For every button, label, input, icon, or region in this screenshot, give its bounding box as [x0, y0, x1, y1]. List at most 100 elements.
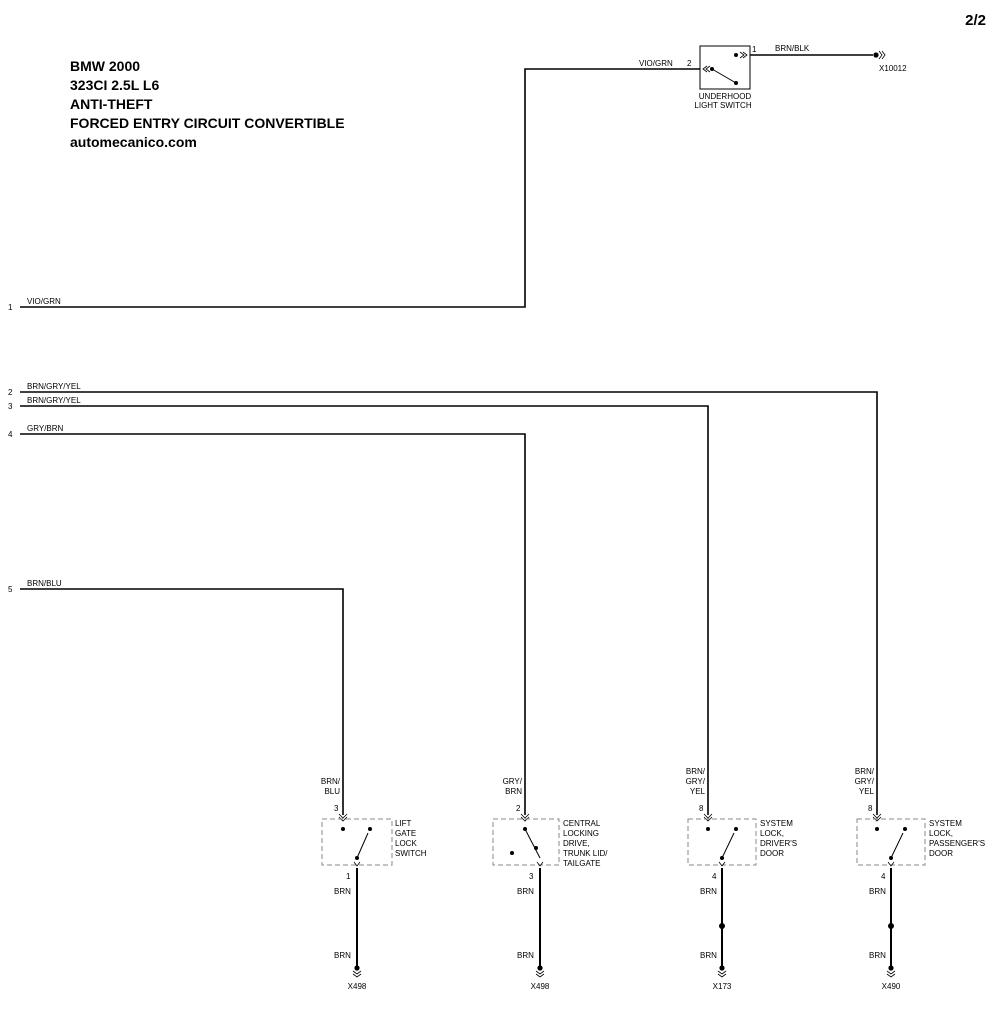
contact-dot: [734, 53, 738, 57]
wire-label: YEL: [690, 787, 706, 796]
component-label: TRUNK LID/: [563, 849, 608, 858]
contact-dot: [510, 851, 514, 855]
wire-label: BRN: [700, 951, 717, 960]
system-lock-drivers-door: BRN/ GRY/ YEL 8 SYSTEM LOCK, DRIVER'S DO…: [686, 767, 798, 991]
contact-dot: [341, 827, 345, 831]
title-line-make: BMW 2000: [70, 58, 141, 74]
component-box: [856, 818, 926, 866]
wire-label: BRN/: [321, 777, 341, 786]
wires: [20, 54, 878, 815]
ground-icon: [352, 970, 362, 978]
pin-number: 1: [8, 303, 13, 312]
wire-label: GRY/BRN: [27, 424, 64, 433]
wire-label: GRY/: [855, 777, 875, 786]
wire-label: VIO/GRN: [27, 297, 61, 306]
wire-label: BRN/: [855, 767, 875, 776]
connector-icon: [536, 861, 544, 867]
component-label: LIGHT SWITCH: [694, 101, 751, 110]
ground-icon: [535, 970, 545, 978]
component-label: TAILGATE: [563, 859, 601, 868]
wire-brn-blu: [20, 588, 344, 815]
wire-label: BRN/GRY/YEL: [27, 382, 81, 391]
switch-arm: [356, 832, 369, 859]
component-box: [321, 818, 393, 866]
pin-number: 3: [334, 804, 339, 813]
contact-dot: [368, 827, 372, 831]
wire-label: BRN: [334, 951, 351, 960]
connector-icon: [353, 861, 361, 867]
component-label: DOOR: [760, 849, 784, 858]
wire-gry-brn: [20, 433, 526, 815]
connector-icon: [520, 813, 530, 822]
ground-label: X10012: [879, 64, 907, 73]
ground-point: [354, 965, 360, 971]
component-label: DRIVER'S: [760, 839, 797, 848]
splice-point: [719, 923, 725, 929]
wire-label: BRN: [505, 787, 522, 796]
ground-icon: [878, 50, 886, 60]
wire-label: BRN/BLK: [775, 44, 810, 53]
ground-label: X498: [531, 982, 550, 991]
contact-dot: [734, 827, 738, 831]
wire-label: BRN: [517, 951, 534, 960]
component-label: LOCK,: [929, 829, 953, 838]
component-label: DRIVE,: [563, 839, 590, 848]
contact-dot: [706, 827, 710, 831]
connector-icon: [338, 813, 348, 822]
switch-box: [699, 45, 751, 90]
wire-vio-grn: [20, 68, 700, 308]
ground-icon: [886, 970, 896, 978]
wire-label: BLU: [324, 787, 340, 796]
ground-point: [537, 965, 543, 971]
pin-number: 1: [752, 45, 757, 54]
component-label: CENTRAL: [563, 819, 601, 828]
wire-label: BRN: [700, 887, 717, 896]
wire-label: VIO/GRN: [639, 59, 673, 68]
contact-dot: [903, 827, 907, 831]
wire-brn-gry-yel-3: [20, 405, 709, 815]
connector-icon: [872, 813, 882, 822]
component-label: GATE: [395, 829, 416, 838]
switch-arm: [711, 68, 737, 84]
pin-number: 1: [346, 872, 351, 881]
switch-arm: [890, 832, 904, 859]
wire-label: BRN/GRY/YEL: [27, 396, 81, 405]
wire-label: YEL: [859, 787, 875, 796]
underhood-light-switch: VIO/GRN 2 1 BRN/BLK UNDERHOOD LIGHT SWIT…: [639, 44, 907, 110]
wire-brn-gry-yel-2: [20, 391, 878, 815]
ground-point: [888, 965, 894, 971]
pin-number: 2: [516, 804, 521, 813]
lift-gate-lock-switch: BRN/ BLU 3 LIFT GATE LOCK SWITCH 1 BRN B…: [321, 777, 427, 991]
pin-number: 4: [8, 430, 13, 439]
component-label: UNDERHOOD: [699, 92, 752, 101]
ground-label: X498: [348, 982, 367, 991]
pin-number: 4: [712, 872, 717, 881]
title-line-model: 323CI 2.5L L6: [70, 77, 160, 93]
component-box: [492, 818, 560, 866]
system-lock-passengers-door: BRN/ GRY/ YEL 8 SYSTEM LOCK, PASSENGER'S…: [855, 767, 985, 991]
ground-label: X490: [882, 982, 901, 991]
connector-icon: [703, 813, 713, 822]
wire-label: BRN/BLU: [27, 579, 62, 588]
wire-label: BRN: [869, 951, 886, 960]
connector-icon: [718, 861, 726, 867]
title-line-circuit: FORCED ENTRY CIRCUIT CONVERTIBLE: [70, 115, 345, 131]
pin-number: 8: [699, 804, 704, 813]
component-label: SYSTEM: [929, 819, 962, 828]
component-label: SYSTEM: [760, 819, 793, 828]
pin-number: 3: [8, 402, 13, 411]
pin-number: 2: [687, 59, 692, 68]
pin-number: 2: [8, 388, 13, 397]
wire-label: GRY/: [503, 777, 523, 786]
ground-point: [719, 965, 725, 971]
pin-number: 5: [8, 585, 13, 594]
title-line-system: ANTI-THEFT: [70, 96, 153, 112]
component-label: LIFT: [395, 819, 412, 828]
ground-icon: [717, 970, 727, 978]
ground-label: X173: [713, 982, 732, 991]
wire-label: BRN: [334, 887, 351, 896]
pin-number: 4: [881, 872, 886, 881]
connector-icon: [887, 861, 895, 867]
pin-number: 3: [529, 872, 534, 881]
